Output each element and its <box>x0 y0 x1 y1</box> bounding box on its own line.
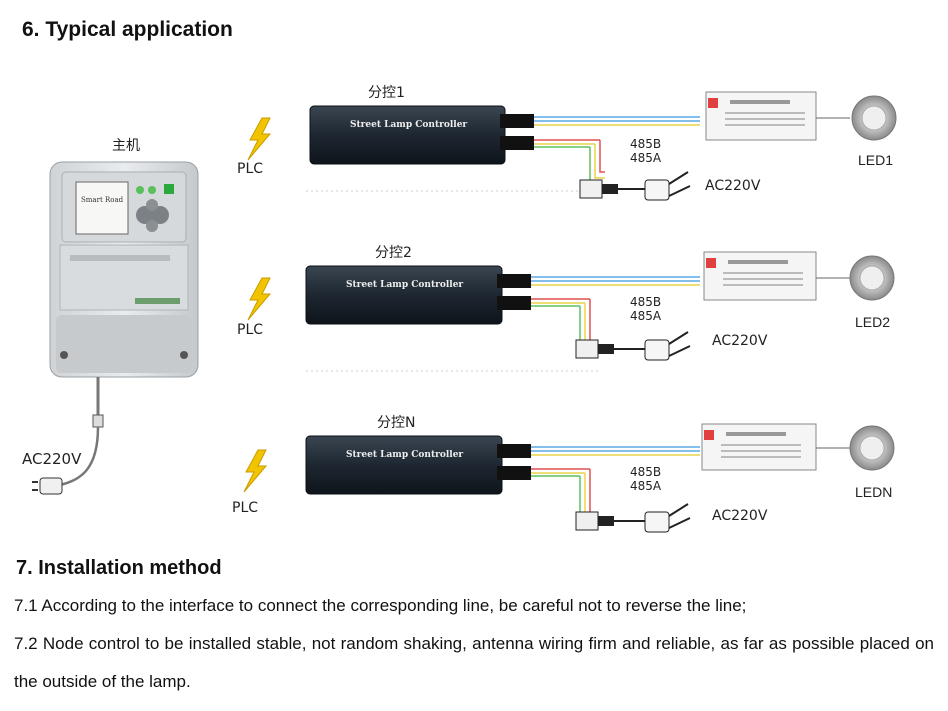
led-label-1: LED1 <box>858 152 894 168</box>
application-diagram <box>32 91 897 533</box>
line-b-1: 485B <box>630 137 662 151</box>
controller-name-2: Street Lamp Controller <box>346 280 464 290</box>
controller-label-1: 分控1 <box>368 85 405 101</box>
controller-name-1: Street Lamp Controller <box>350 120 468 130</box>
line-b-2: 485B <box>630 295 662 309</box>
host-label: 主机 <box>112 138 140 154</box>
controller-label-n: 分控N <box>377 415 416 431</box>
install-step-1: 7.1 According to the interface to connec… <box>14 596 747 615</box>
plc-label-2: PLC <box>237 322 264 338</box>
led-label-2: LED2 <box>855 314 891 330</box>
section-7-title: 7. Installation method <box>16 557 222 579</box>
line-a-2: 485A <box>630 309 662 323</box>
section-6-title: 6. Typical application <box>22 18 233 41</box>
controller-label-2: 分控2 <box>375 245 412 261</box>
plc-label-1: PLC <box>237 161 264 177</box>
row-1-graphics <box>309 91 897 201</box>
led-label-n: LEDN <box>855 484 893 500</box>
plc-bolt-icon <box>243 117 272 493</box>
power-label-1: AC220V <box>705 178 761 194</box>
install-step-2: 7.2 Node control to be installed stable,… <box>14 634 934 691</box>
line-b-n: 485B <box>630 465 662 479</box>
host-power-label: AC220V <box>22 450 82 468</box>
line-a-1: 485A <box>630 151 662 165</box>
line-a-n: 485A <box>630 479 662 493</box>
power-label-2: AC220V <box>712 333 768 349</box>
host-device <box>32 161 199 495</box>
plc-label-n: PLC <box>232 500 259 516</box>
row-2-graphics <box>305 251 895 361</box>
row-n-graphics <box>305 423 895 533</box>
host-screen-text: Smart Road <box>81 196 124 204</box>
power-label-n: AC220V <box>712 508 768 524</box>
controller-name-n: Street Lamp Controller <box>346 450 464 460</box>
